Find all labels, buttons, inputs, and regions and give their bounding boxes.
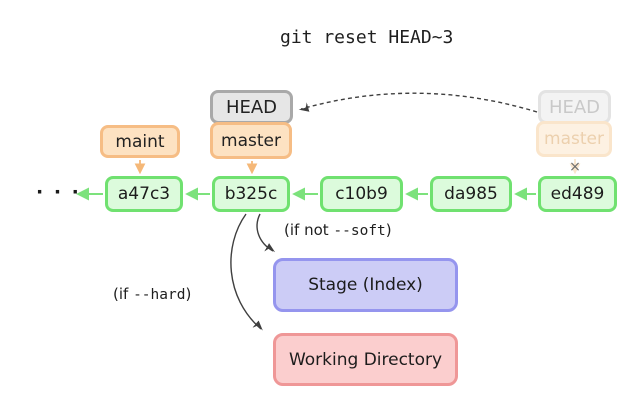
commit-node-3: da985 xyxy=(430,176,512,212)
commit-node-4: ed489 xyxy=(538,176,617,212)
crossed-out-mark: × xyxy=(569,159,581,175)
old-master-ref: master xyxy=(536,121,612,157)
if-not-soft-label: (if not --soft) xyxy=(284,221,392,239)
old-head-ref: HEAD xyxy=(538,90,611,124)
maint-ref: maint xyxy=(100,125,180,158)
older-commits-ellipsis: · · · xyxy=(36,181,81,203)
stage-index-box: Stage (Index) xyxy=(273,258,458,312)
commit-node-2: c10b9 xyxy=(320,176,403,212)
reset-working-arrow xyxy=(230,213,263,331)
master-ref: master xyxy=(210,122,292,159)
hard-flag: --hard xyxy=(133,287,186,303)
commit-node-0: a47c3 xyxy=(105,176,183,212)
commit-node-1: b325c xyxy=(212,176,290,212)
reset-stage-arrow xyxy=(256,213,276,253)
soft-flag: --soft xyxy=(333,223,386,239)
if-not-soft-suffix: ) xyxy=(385,221,392,239)
command-title: git reset HEAD~3 xyxy=(280,27,454,48)
if-hard-prefix: (if xyxy=(113,285,134,303)
head-ref: HEAD xyxy=(210,90,293,124)
if-hard-suffix: ) xyxy=(185,285,192,303)
if-not-soft-prefix: (if not xyxy=(284,221,334,239)
working-directory-box: Working Directory xyxy=(273,333,458,386)
head-move-arrow xyxy=(298,92,538,113)
if-hard-label: (if --hard) xyxy=(113,285,191,303)
